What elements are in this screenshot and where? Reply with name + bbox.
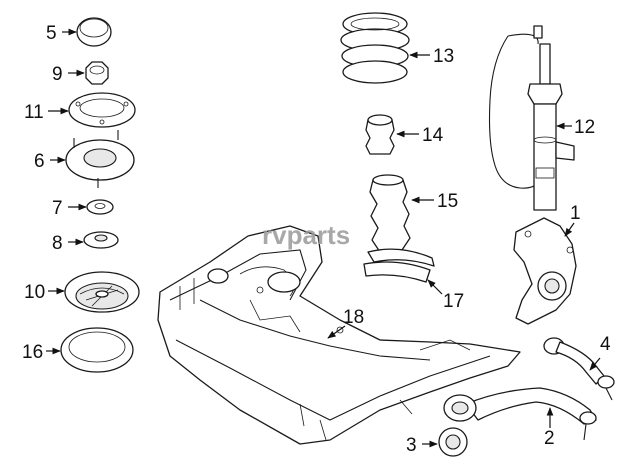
part-12-shock-strut[interactable] bbox=[488, 25, 575, 211]
part-13-coil-spring[interactable] bbox=[340, 12, 410, 84]
callout-label: 10 bbox=[24, 282, 45, 303]
callout-label: 5 bbox=[46, 23, 57, 44]
callout-label: 18 bbox=[343, 307, 364, 328]
callout-15: 15 bbox=[411, 191, 458, 212]
callout-3: 3 bbox=[406, 435, 438, 456]
callout-6: 6 bbox=[34, 151, 66, 172]
callout-11: 11 bbox=[24, 102, 69, 123]
part-4-control-arm[interactable] bbox=[543, 337, 615, 401]
part-2-lower-control-arm[interactable] bbox=[443, 387, 597, 441]
part-7-washer[interactable] bbox=[86, 199, 114, 215]
callout-2: 2 bbox=[544, 407, 555, 449]
callout-label: 15 bbox=[437, 191, 458, 212]
callout-13: 13 bbox=[409, 46, 454, 67]
part-18-subframe[interactable] bbox=[157, 225, 521, 445]
callout-4: 4 bbox=[589, 334, 611, 371]
callout-label: 9 bbox=[52, 64, 63, 85]
callout-18: 18 bbox=[327, 307, 364, 339]
part-15-dust-boot[interactable] bbox=[369, 174, 411, 253]
callout-16: 16 bbox=[22, 342, 61, 363]
part-6-strut-mount[interactable] bbox=[65, 130, 135, 188]
part-5-cap[interactable] bbox=[76, 17, 112, 47]
callout-14: 14 bbox=[396, 125, 444, 146]
callout-9: 9 bbox=[52, 64, 85, 85]
part-17-spring-pad[interactable] bbox=[363, 248, 435, 283]
callout-7: 7 bbox=[52, 198, 87, 219]
callout-label: 13 bbox=[433, 46, 454, 67]
callout-label: 8 bbox=[52, 233, 63, 254]
callout-1: 1 bbox=[564, 203, 581, 237]
part-9-nut[interactable] bbox=[85, 61, 109, 85]
callout-label: 6 bbox=[34, 151, 45, 172]
part-11-plate[interactable] bbox=[68, 92, 136, 128]
part-3-bushing[interactable] bbox=[438, 427, 468, 457]
part-10-spring-seat[interactable] bbox=[64, 271, 140, 313]
callout-label: 17 bbox=[443, 291, 464, 312]
callout-10: 10 bbox=[24, 282, 65, 303]
callout-label: 11 bbox=[24, 102, 44, 123]
callout-17: 17 bbox=[427, 279, 464, 312]
watermark-text: rvparts bbox=[262, 220, 350, 250]
part-14-bump-stop[interactable] bbox=[365, 114, 395, 155]
part-8-bump-washer[interactable] bbox=[83, 231, 119, 249]
callout-label: 2 bbox=[544, 428, 555, 449]
callout-label: 16 bbox=[22, 342, 43, 363]
callout-label: 1 bbox=[570, 203, 581, 224]
part-16-insulator-ring[interactable] bbox=[60, 327, 134, 373]
part-1-steering-knuckle[interactable] bbox=[513, 217, 577, 325]
callout-label: 4 bbox=[600, 334, 611, 355]
callout-12: 12 bbox=[556, 117, 595, 138]
callout-label: 12 bbox=[574, 117, 595, 138]
callout-label: 3 bbox=[406, 435, 417, 456]
callout-5: 5 bbox=[46, 23, 77, 44]
callout-label: 7 bbox=[52, 198, 63, 219]
callout-8: 8 bbox=[52, 233, 84, 254]
callout-label: 14 bbox=[422, 125, 444, 146]
